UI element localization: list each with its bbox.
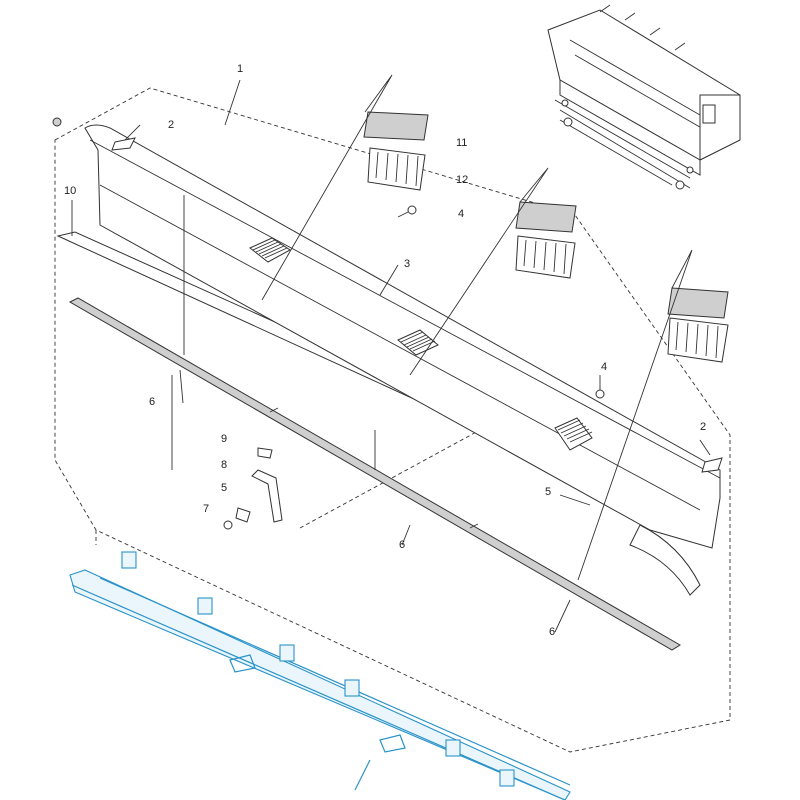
ink-holder-center bbox=[515, 201, 577, 279]
ink-label-sheet-11 bbox=[363, 111, 429, 141]
callout-11: 11 bbox=[456, 137, 467, 149]
washer-top-left bbox=[52, 117, 62, 127]
callout-1: 1 bbox=[237, 63, 243, 75]
spring-5 bbox=[235, 507, 251, 523]
rail-clamp-1 bbox=[121, 551, 137, 569]
clip-2b bbox=[701, 457, 723, 473]
callout-6b: 6 bbox=[399, 539, 405, 551]
screw-9 bbox=[257, 447, 273, 459]
callout-2b: 2 bbox=[700, 421, 706, 433]
screw-4a bbox=[407, 205, 417, 215]
rail-clamp-6 bbox=[499, 769, 515, 787]
callout-12: 12 bbox=[456, 174, 468, 186]
screw-4b bbox=[595, 389, 605, 399]
rail-clamp-4 bbox=[344, 679, 360, 697]
ink-holder-right bbox=[667, 287, 729, 363]
callout-6a: 6 bbox=[149, 396, 155, 408]
rail-clamp-5 bbox=[445, 739, 461, 757]
part-6-rubber-strip bbox=[68, 297, 681, 651]
assembly-outline bbox=[54, 87, 731, 753]
leader-lines bbox=[71, 74, 711, 633]
highlighted-base-rail bbox=[69, 551, 571, 800]
vent-grill-left bbox=[249, 237, 291, 263]
callout-4b: 4 bbox=[601, 361, 607, 373]
callout-8: 8 bbox=[221, 459, 227, 471]
callout-5b: 5 bbox=[545, 486, 551, 498]
callout-5a: 5 bbox=[221, 482, 227, 494]
callout-9: 9 bbox=[221, 433, 227, 445]
vent-grill-right bbox=[554, 417, 593, 451]
clip-2a bbox=[111, 137, 136, 151]
part-1-main-panel bbox=[84, 124, 721, 596]
callout-labels: 1 2 2 3 4 4 5 5 6 6 6 7 8 9 10 11 12 bbox=[64, 63, 706, 638]
callout-4a: 4 bbox=[458, 208, 464, 220]
callout-3: 3 bbox=[404, 258, 410, 270]
screw-7 bbox=[223, 520, 233, 530]
callout-2a: 2 bbox=[168, 119, 174, 131]
callout-7: 7 bbox=[203, 503, 209, 515]
rail-clamp-2 bbox=[197, 597, 213, 615]
callout-10: 10 bbox=[64, 185, 76, 197]
callout-6c: 6 bbox=[549, 626, 555, 638]
ink-holder-12 bbox=[367, 147, 426, 191]
part-8-bracket bbox=[251, 469, 283, 523]
rail-clamp-3 bbox=[279, 644, 295, 662]
printer-overview-illustration bbox=[547, 4, 741, 190]
